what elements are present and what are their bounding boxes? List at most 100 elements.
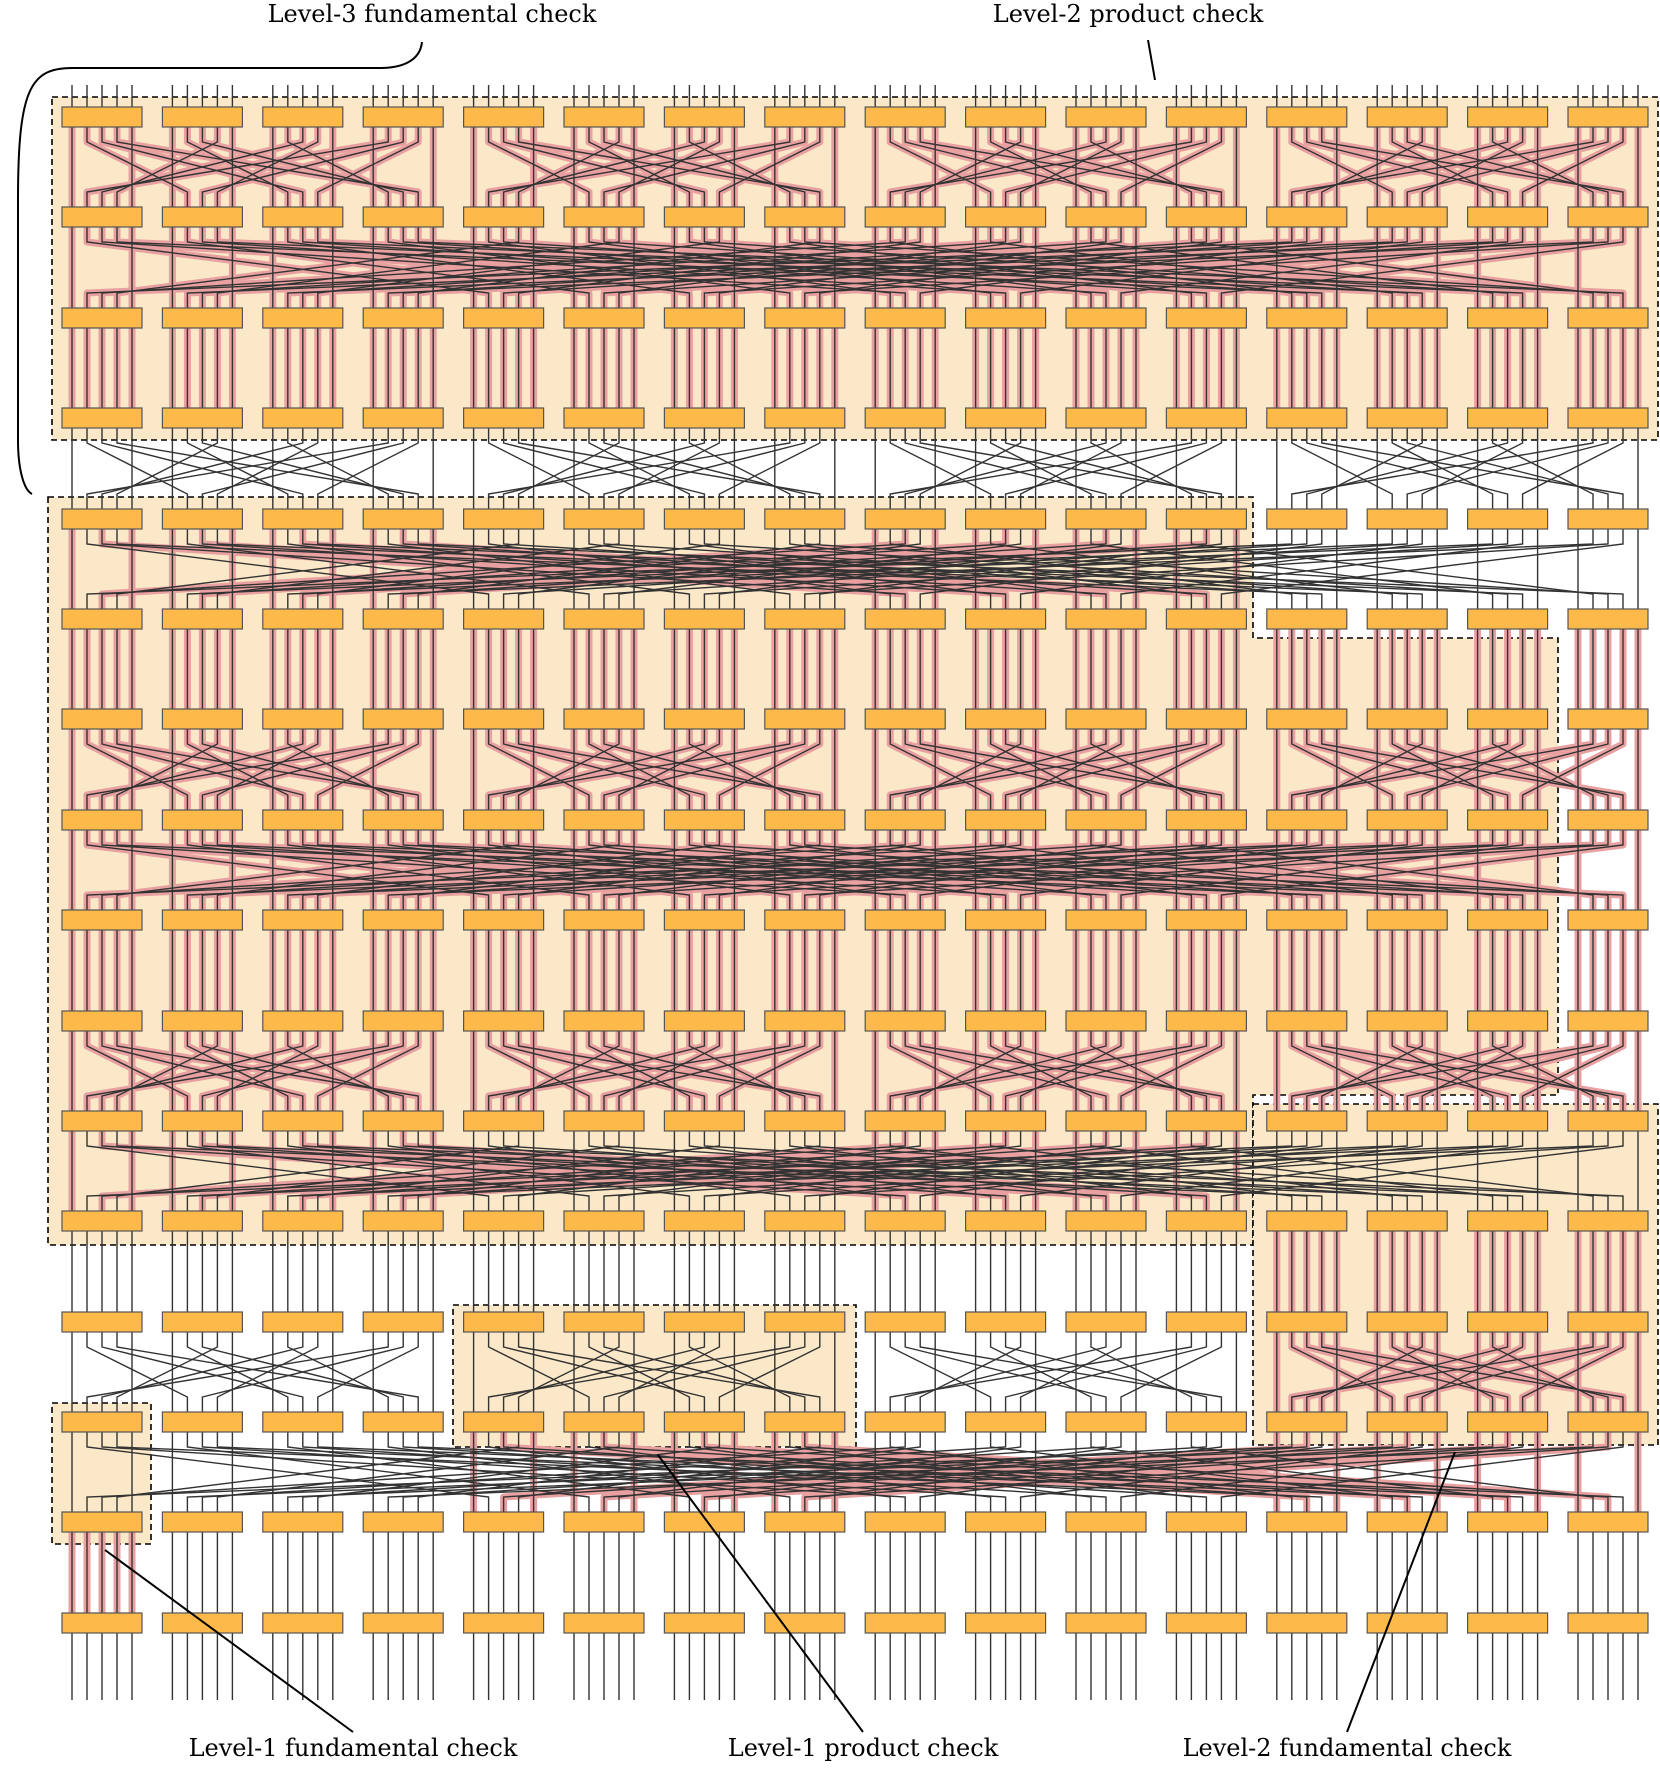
check-block [362,1612,444,1634]
wire [989,227,1393,308]
check-block [663,307,746,329]
wire [186,1432,590,1512]
check-block [864,1612,946,1634]
check-block [362,909,444,931]
check-block [161,206,243,228]
wire [287,1432,1494,1512]
check-block [362,608,444,630]
check-block [663,1612,746,1634]
wire [904,428,1107,509]
wire [618,1031,721,1111]
wire [1421,428,1524,509]
check-block [563,608,645,630]
wire [1090,830,1494,910]
check-block [463,1511,545,1533]
wire [603,729,806,810]
wire [517,1031,620,1111]
wire [317,729,419,810]
wire [1291,729,1594,810]
check-block [964,206,1047,228]
wire [1406,428,1609,509]
check-block [1366,206,1448,228]
check-block [1165,1311,1248,1333]
check-block [61,1110,143,1132]
wire [1019,227,1423,308]
check-block [864,1311,946,1333]
wire [86,729,389,810]
check-block [161,106,243,128]
wire [703,830,1509,910]
wire [889,1432,1293,1512]
check-block [262,1010,344,1032]
wire [1190,830,1594,910]
wire [703,529,1509,609]
wire [186,830,590,910]
wire [804,830,1609,910]
check-block [563,1411,645,1433]
wire [1120,529,1524,609]
wire [919,729,1022,810]
wire [618,729,721,810]
check-block [964,508,1047,530]
check-block [1366,1010,1448,1032]
wire [101,729,304,810]
wire [1220,830,1624,910]
check-block [663,1110,746,1132]
check-block [463,608,545,630]
check-block [964,407,1047,429]
wire [1291,1332,1594,1412]
wire [201,1031,404,1111]
check-block [1266,1612,1348,1634]
wire [1120,1031,1223,1111]
check-block [1165,1612,1248,1634]
check-block [864,106,946,128]
check-block [764,809,846,831]
check-block [563,809,645,831]
wire [387,529,791,609]
check-block [563,508,645,530]
check-block [663,1411,746,1433]
check-block [1466,1511,1549,1533]
check-block [1266,206,1348,228]
check-block [1366,307,1448,329]
wire [487,729,791,810]
wire [1421,729,1524,810]
wire [287,1332,389,1412]
check-block [161,909,243,931]
wire [216,830,620,910]
wire [186,227,590,308]
check-block [161,1311,243,1333]
wire [1306,1332,1509,1412]
check-block [1366,407,1448,429]
wire [804,1432,1609,1512]
wire [86,830,490,910]
wire [1291,1332,1393,1412]
check-block [1366,1210,1448,1232]
wire [216,1332,319,1412]
wire [1521,428,1624,509]
wire [889,1332,992,1412]
check-block [663,508,746,530]
check-block [362,1511,444,1533]
wire [387,1432,791,1512]
check-block [1165,1110,1248,1132]
check-block [663,206,746,228]
check-block [764,407,846,429]
check-block [1266,708,1348,730]
check-block [563,206,645,228]
wire [718,1131,1122,1211]
wire [86,227,1293,308]
check-block [362,1110,444,1132]
callout-lines [17,39,1456,1733]
wire [889,428,1193,509]
wire [688,1332,791,1412]
wire [889,729,992,810]
wire [919,1031,1022,1111]
wire [417,1432,821,1512]
wire [989,529,1393,609]
wire [387,1131,1594,1211]
check-block [1466,1411,1549,1433]
wire [1190,227,1594,308]
wire [216,428,319,509]
check-block [262,1511,344,1533]
